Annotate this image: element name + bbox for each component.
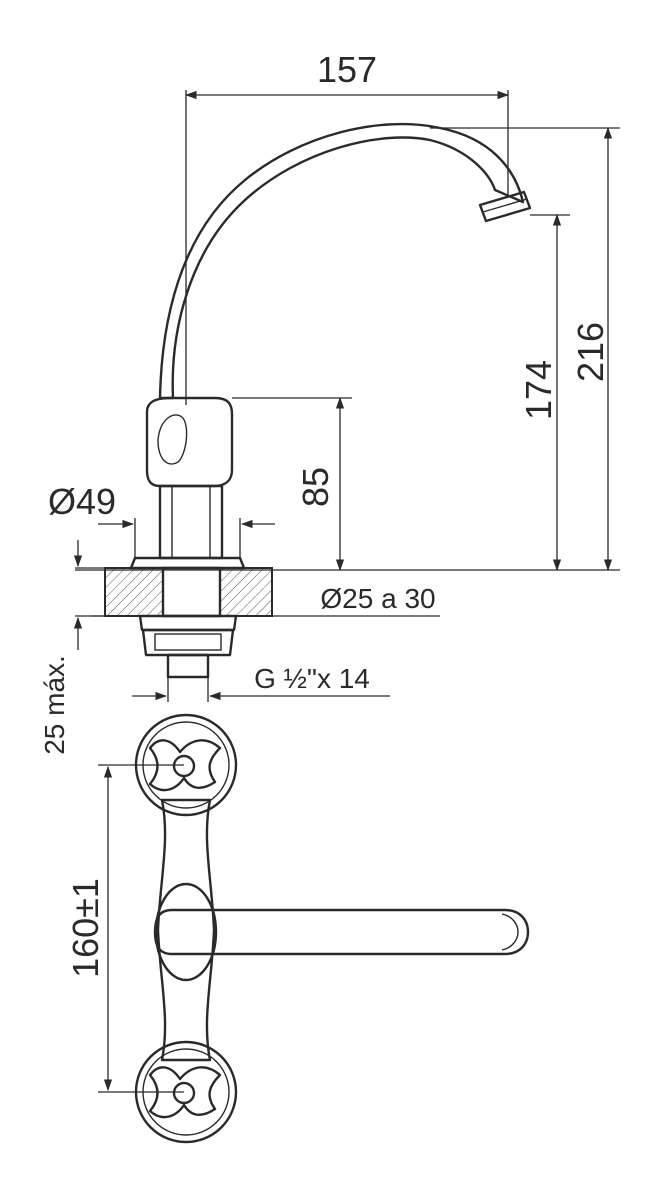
label-157: 157 (317, 49, 377, 90)
label-174: 174 (518, 360, 559, 420)
label-25-max: 25 máx. (39, 655, 70, 755)
valve-cap (145, 396, 234, 488)
dim-hole-diameter: Ø25 a 30 (92, 583, 440, 617)
top-view: 160±1 (65, 713, 530, 1144)
label-85: 85 (295, 467, 336, 507)
valve-stem (158, 484, 224, 560)
label-160: 160±1 (65, 878, 106, 978)
dim-thread: G ½"x 14 (132, 663, 390, 702)
mounting-nut (138, 614, 238, 679)
dim-total-height: 216 (430, 126, 620, 572)
spout-top (153, 908, 530, 956)
dim-spout-reach: 157 (184, 49, 510, 405)
base-flange (129, 556, 246, 570)
body-bar (156, 798, 216, 1062)
spout (158, 122, 525, 400)
dim-spout-height: 174 (518, 213, 570, 572)
label-216: 216 (570, 322, 611, 382)
label-thread: G ½"x 14 (254, 663, 370, 694)
side-view: 157 216 174 85 Ø49 (39, 49, 620, 755)
label-d25-30: Ø25 a 30 (320, 583, 435, 614)
dim-max-thickness: 25 máx. (39, 540, 105, 755)
dim-body-height: 85 (232, 396, 352, 572)
aerator (478, 190, 532, 223)
countertop-section (104, 566, 273, 618)
center-hub (154, 882, 218, 982)
dim-base-diameter: Ø49 (48, 481, 275, 558)
label-d49: Ø49 (48, 481, 116, 522)
dim-handle-spacing: 160±1 (65, 764, 184, 1093)
